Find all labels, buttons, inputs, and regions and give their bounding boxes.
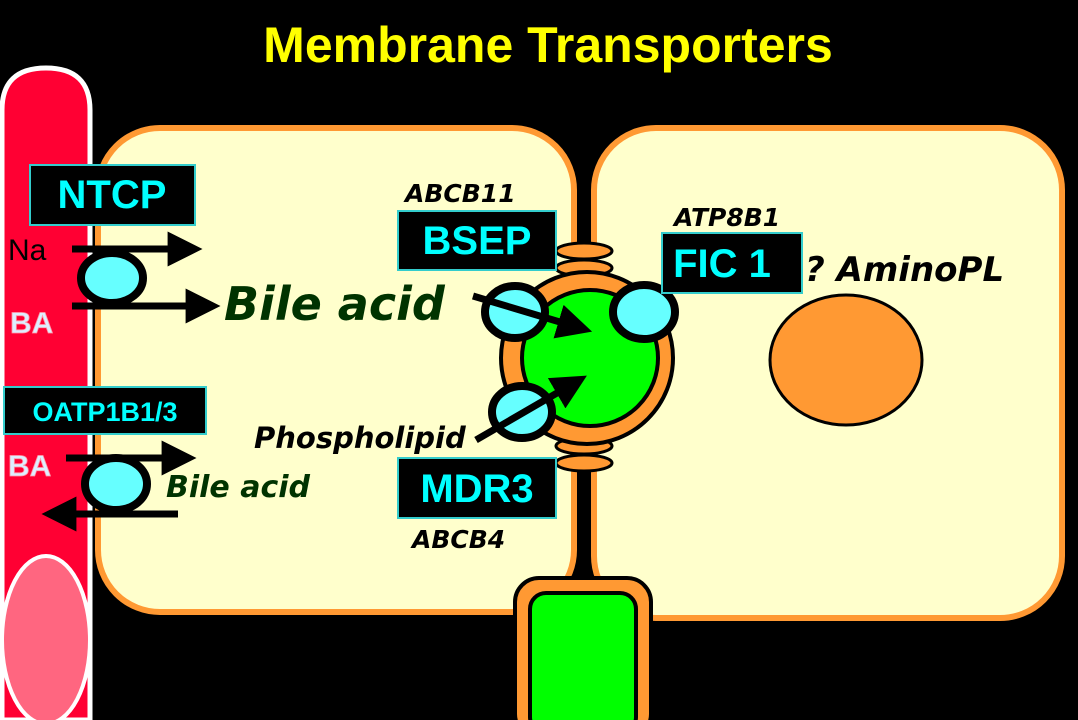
ntcp-transporter [77,249,147,307]
ntcp-label-box [29,164,196,226]
phospholipid-label: Phospholipid [254,421,466,455]
ba-label-oatp: BA [8,450,51,483]
bsep-label-box [397,210,557,271]
oatp-label: OATP1B1/3 [32,397,177,427]
na-label: Na [8,234,47,267]
red-blood-cell [0,554,92,720]
abcb11-label: ABCB11 [403,179,516,208]
nucleus [768,293,924,427]
mdr3-label-box [397,457,557,519]
aminopl-label: ? AminoPL [805,250,1004,290]
oatp-label-box [3,386,207,435]
bsep-label: BSEP [423,219,532,263]
mdr3-label: MDR3 [420,467,533,511]
ntcp-label: NTCP [58,173,167,217]
abcb4-label: ABCB4 [410,525,505,554]
fic1-transporter [609,281,679,343]
fic1-label: FIC 1 [673,242,771,286]
fic1-label-box [661,232,803,294]
atp8b1-label: ATP8B1 [672,203,780,232]
bile-acid-label-small: Bile acid [166,470,311,505]
page-title: Membrane Transporters [263,17,833,73]
bsep-arrow [471,292,593,339]
bile-acid-label-large: Bile acid [224,277,446,331]
mdr3-arrow [474,375,587,444]
flux-arrows [41,231,593,532]
bile-duct-lumen [528,591,638,720]
oatp-transporter [81,454,151,514]
ba-label-ntcp: BA [10,307,53,340]
